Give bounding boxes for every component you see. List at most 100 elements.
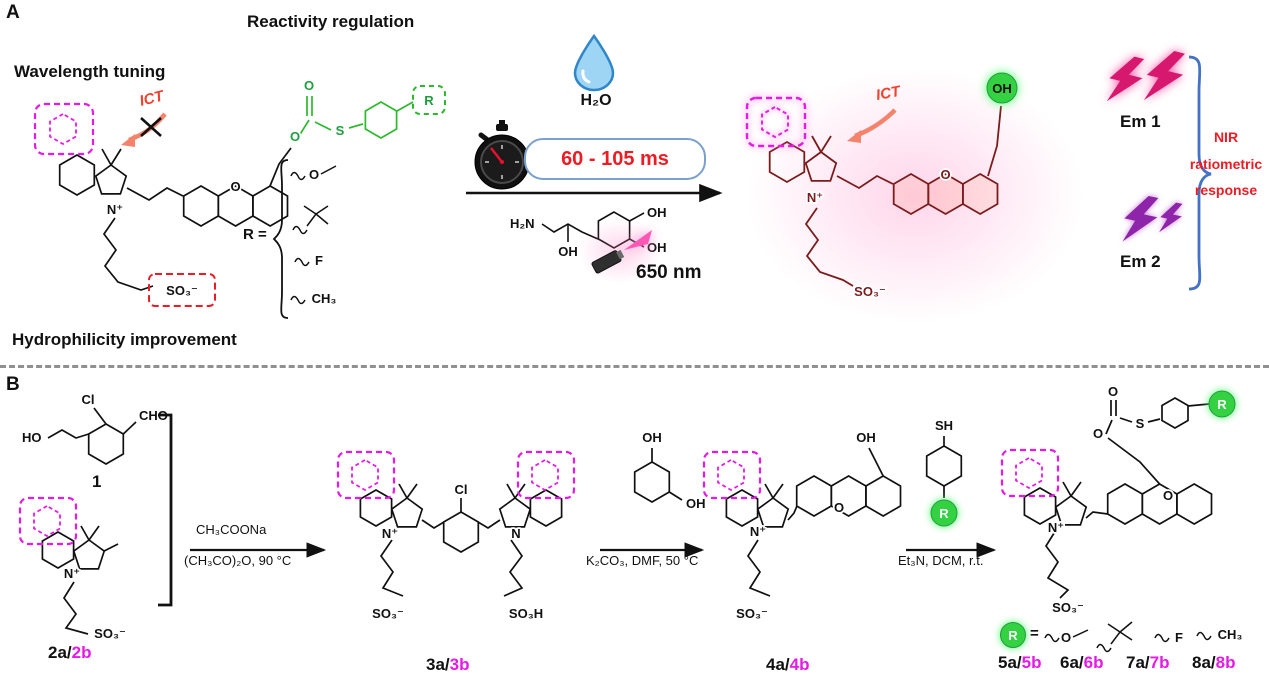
- compound5-structure: R O O S O N⁺ SO₃⁻: [1000, 382, 1236, 617]
- hydrophilicity-heading: Hydrophilicity improvement: [12, 330, 237, 349]
- tert-butyl-group: [1107, 621, 1133, 645]
- compound5-label: 5a/5b: [998, 653, 1041, 673]
- r-legend-circle: R: [1000, 622, 1026, 648]
- laser-wavelength-label: 650 nm: [636, 262, 702, 283]
- compound3-skeleton: [359, 483, 563, 597]
- compound2-label: 2a/2b: [48, 643, 91, 663]
- ring-oh-top-label: OH: [647, 205, 667, 220]
- compound5-label-b: 5b: [1021, 653, 1042, 672]
- compound3-label-a: 3a/: [426, 655, 450, 674]
- methyl-label: CH₃: [312, 291, 337, 306]
- nir-line-1: NIR: [1213, 129, 1239, 145]
- reactant-skeleton: [58, 147, 292, 291]
- attachment-squiggle-icon: [290, 171, 306, 181]
- optional-benzo-ring-icon: [49, 113, 77, 145]
- resorcinol-skeleton: [633, 448, 683, 503]
- attachment-squiggle-icon: [1044, 633, 1060, 643]
- step2-reagent-below: K₂CO₃, DMF, 50 °C: [586, 553, 699, 568]
- main-reaction-arrow: [466, 183, 723, 203]
- r-option-fluoro: F: [294, 251, 325, 270]
- ring-oh-bottom-label: OH: [647, 240, 667, 255]
- r-option-fluoro: F: [1154, 628, 1185, 647]
- oh-side-label: OH: [686, 496, 706, 511]
- sulfonate-label: SO₃⁻: [736, 606, 768, 621]
- optional-benzo-ring-icon: [531, 459, 559, 491]
- sulfonate-label: SO₃⁻: [166, 283, 198, 298]
- optional-benzo-ring-icon: [33, 505, 61, 537]
- step2-arrow: [600, 542, 705, 558]
- reaction-time-text: 60 - 105 ms: [561, 147, 669, 170]
- wavelength-dashed-box: [336, 450, 396, 500]
- amine-label: H₂N: [510, 216, 535, 231]
- compound3-label: 3a/3b: [426, 655, 469, 675]
- panel-a-label: A: [6, 2, 20, 23]
- em2-label: Em 2: [1120, 252, 1161, 271]
- compound5-skeleton: [1023, 397, 1213, 599]
- resorcinol-structure: OH OH: [633, 428, 707, 513]
- wavelength-dashed-box: [702, 450, 762, 500]
- thioether-s-label: S: [1136, 416, 1145, 431]
- r-legend-brace: [272, 159, 289, 319]
- r-substituent-label: R: [424, 93, 434, 108]
- reactant-structure: R O O S O N⁺ SO₃⁻ ICT: [33, 76, 446, 307]
- r-circle-icon: [1000, 622, 1026, 648]
- r-legend-equals: =: [1030, 625, 1039, 642]
- sh-label: SH: [935, 418, 953, 433]
- step1-arrow: [190, 542, 327, 558]
- wavelength-dashed-box: [18, 496, 78, 546]
- fluoro-label: F: [315, 253, 323, 268]
- reactivity-regulation-heading: Reactivity regulation: [247, 12, 415, 31]
- ester-o-label: O: [290, 129, 300, 144]
- compound1-structure: Cl CHO HO: [20, 390, 170, 465]
- compound8-label-a: 8a/: [1192, 653, 1216, 672]
- step3-arrow: [906, 542, 997, 558]
- r-option-methyl: CH₃: [1196, 625, 1244, 644]
- sulfonic-acid-label: SO₃H: [509, 606, 543, 621]
- nir-brace-icon: [1188, 55, 1212, 291]
- wavelength-dashed-box: [33, 102, 95, 156]
- ester-o-label: O: [1093, 426, 1103, 441]
- indole-n-label: N: [511, 526, 520, 541]
- r-option-methyl: CH₃: [290, 289, 338, 308]
- laser-pointer-icon: [591, 230, 652, 274]
- compound2-structure: N⁺ SO₃⁻: [18, 496, 128, 643]
- indolium-n-label: N⁺: [64, 566, 80, 581]
- compound4-label: 4a/4b: [766, 655, 809, 675]
- compound5-label-a: 5a/: [998, 653, 1022, 672]
- ict-arrow-icon: [847, 108, 897, 143]
- carbonyl-o-label: O: [304, 78, 314, 93]
- compound6-label-b: 6b: [1083, 653, 1104, 672]
- r-circle-icon: [930, 499, 958, 527]
- compound6-label: 6a/6b: [1060, 653, 1103, 673]
- ict-blocked-arrow-icon: [121, 112, 167, 147]
- ho-label: HO: [22, 430, 42, 445]
- reactants-bracket: [158, 413, 173, 607]
- wavelength-dashed-box-product: [745, 96, 807, 148]
- indolium-n-label: N⁺: [807, 190, 823, 205]
- thioether-s-label: S: [336, 123, 345, 138]
- methoxy-o-label: O: [309, 167, 319, 182]
- compound2-label-b: 2b: [71, 643, 92, 662]
- norepinephrine-structure: H₂N OH OH OH: [508, 203, 668, 261]
- compound4-skeleton: [725, 447, 902, 597]
- r-group-dashed-box: [412, 85, 446, 115]
- sulfonate-label: SO₃⁻: [854, 284, 886, 299]
- step1-reagent-above: CH₃COONa: [196, 522, 267, 537]
- ict-label-left: ICT: [138, 87, 167, 110]
- methyl-label: CH₃: [1218, 627, 1243, 642]
- wavelength-dashed-box: [516, 450, 576, 500]
- r-label: R: [1217, 397, 1227, 412]
- r-option-tert-butyl: [1096, 621, 1133, 653]
- step3-reagent-below: Et₃N, DCM, r.t.: [898, 553, 984, 568]
- water-drop-icon: [573, 33, 615, 92]
- r-option-tert-butyl: [292, 205, 329, 235]
- sulfonate-label: SO₃⁻: [372, 606, 404, 621]
- r-label: R: [1008, 628, 1018, 643]
- optional-benzo-ring-icon: [351, 459, 379, 491]
- nir-line-2: ratiometric: [1189, 155, 1263, 172]
- product-structure: OH O N⁺ SO₃⁻ ICT: [745, 72, 1018, 301]
- step1-reagent-below: (CH₃CO)₂O, 90 °C: [184, 553, 292, 568]
- compound4-structure: OH O N⁺ SO₃⁻: [702, 428, 902, 623]
- compound1-skeleton: [47, 407, 137, 465]
